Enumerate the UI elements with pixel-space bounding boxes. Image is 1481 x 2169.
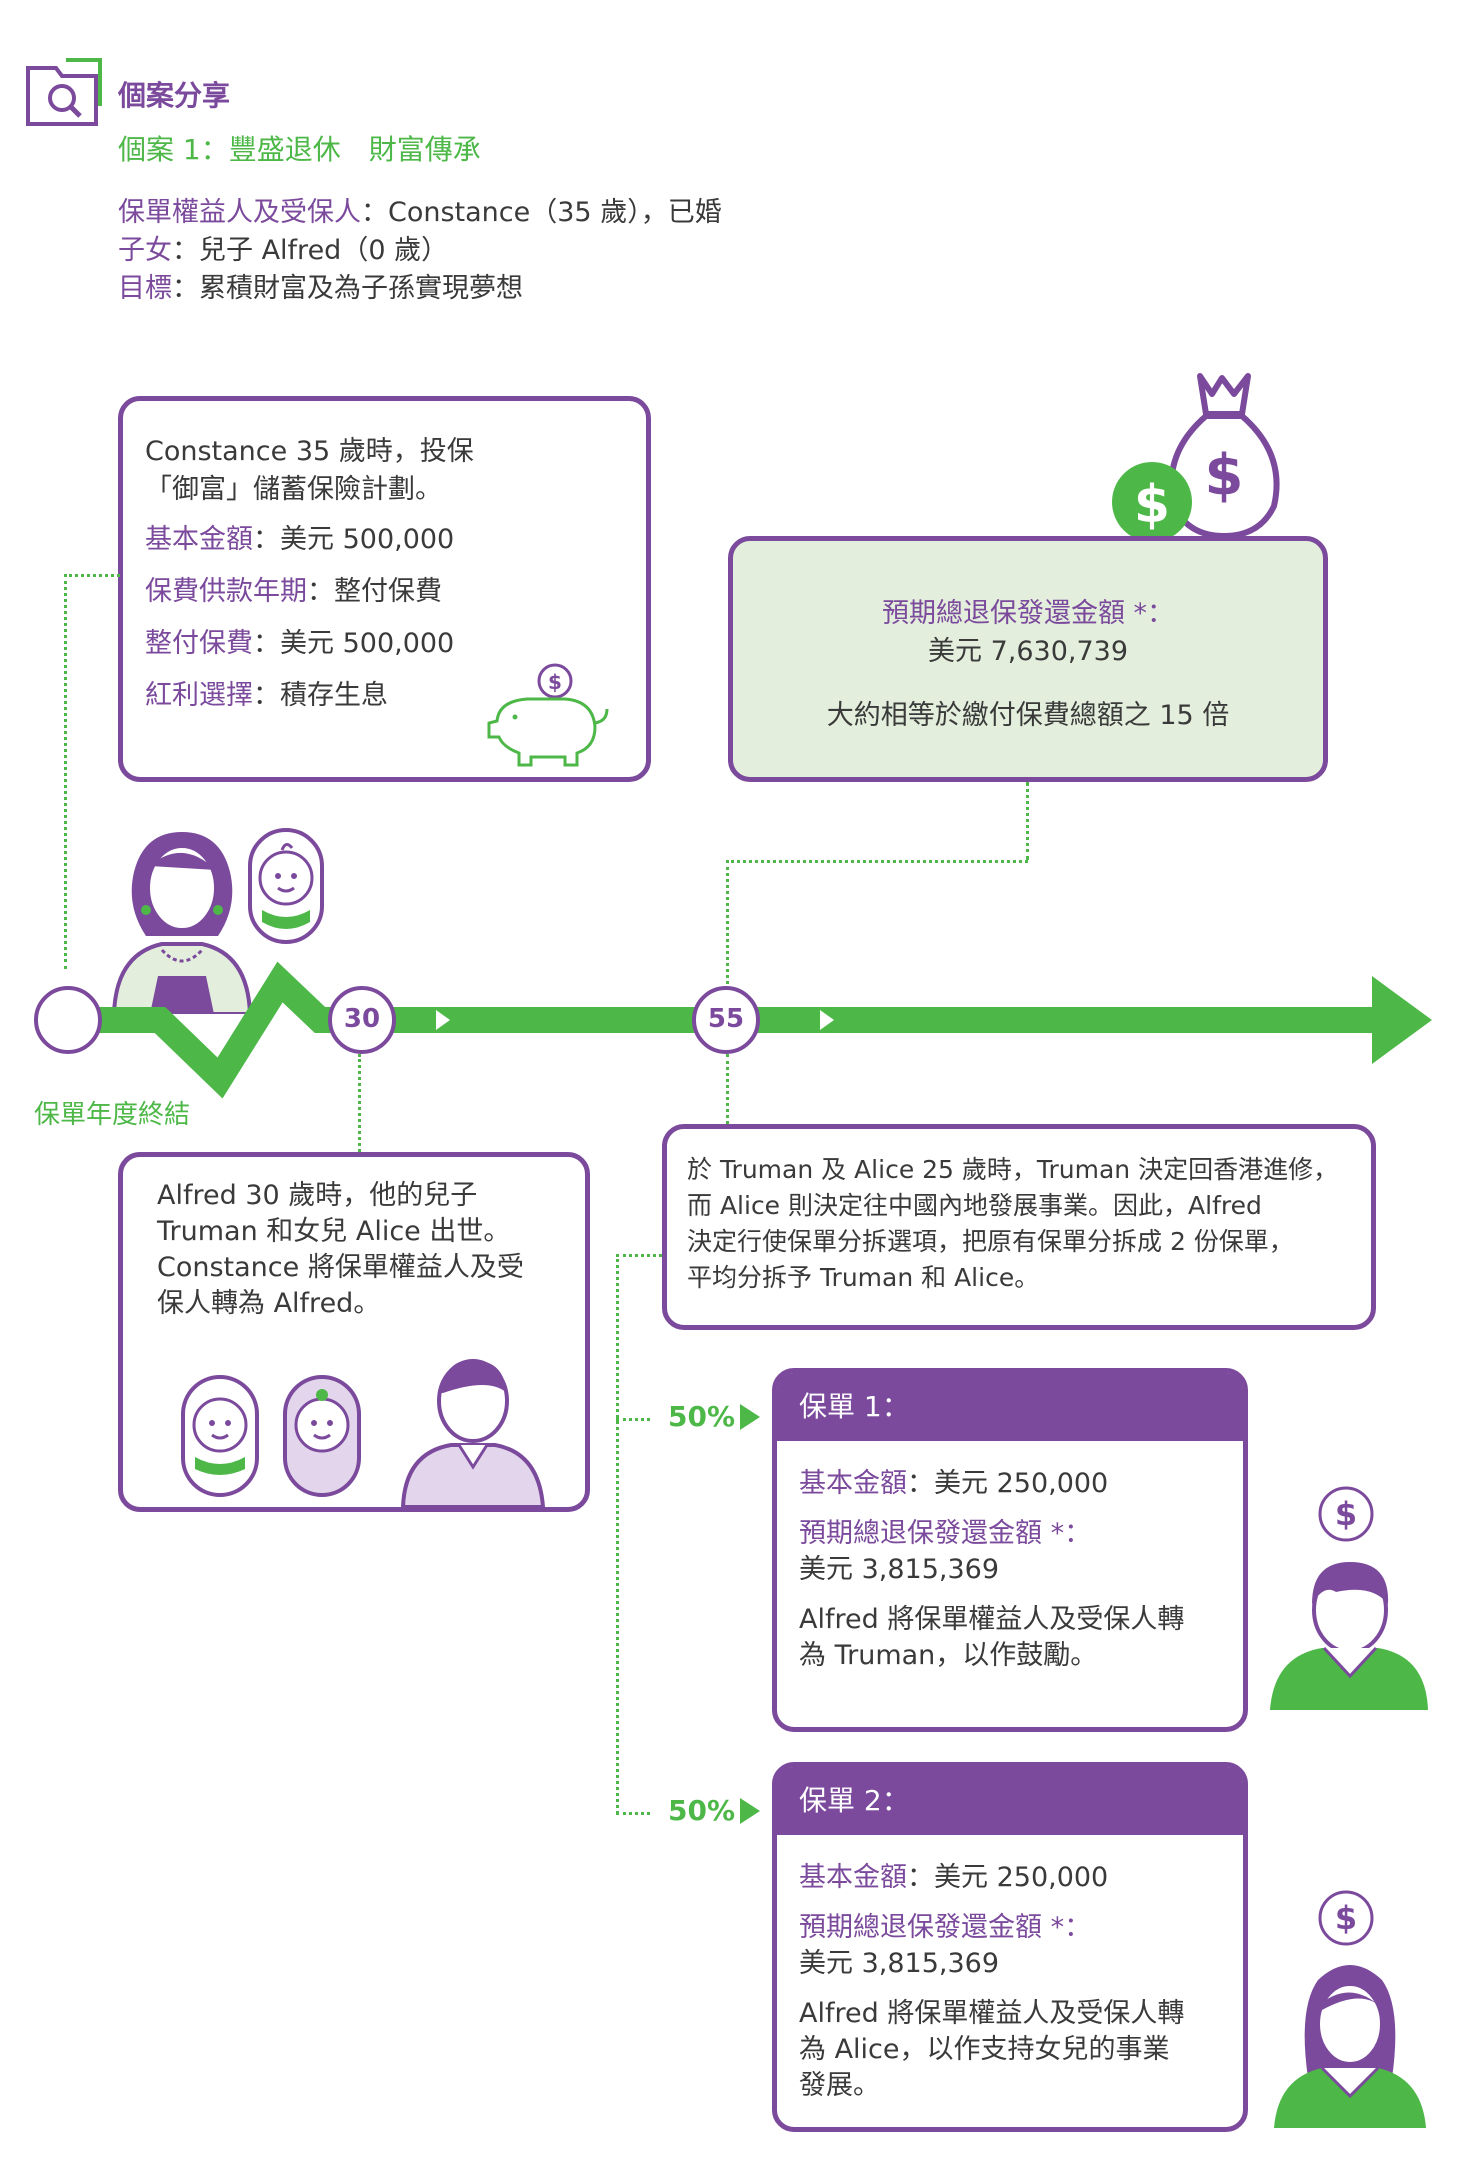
grandchildren-avatars (173, 1357, 573, 1509)
connector (616, 1418, 650, 1421)
policy1-percent: 50% (668, 1400, 736, 1433)
retire-label: 預期總退保發還金額 *： (881, 598, 1175, 629)
connector (358, 1054, 361, 1152)
connector (616, 1812, 650, 1815)
policy1-surrender-label: 預期總退保發還金額 *： (799, 1518, 1092, 1549)
case-title: 個案 1：豐盛退休 財富傳承 (118, 133, 481, 166)
policy1-card: 保單 1： 基本金額：美元 250,000 預期總退保發還金額 *： 美元 3,… (772, 1368, 1248, 1732)
policy2-sum: 基本金額：美元 250,000 (799, 1862, 1109, 1893)
split-text-3: 決定行使保單分拆選項，把原有保單分拆成 2 份保單， (687, 1227, 1294, 1256)
plan-dividend: 紅利選擇：積存生息 (145, 680, 388, 711)
connector (1026, 782, 1029, 860)
timeline-marker-55: 55 (707, 1004, 745, 1034)
alfred-text-2: Truman 和女兒 Alice 出世。 (157, 1216, 511, 1247)
alfred-card: Alfred 30 歲時，他的兒子 Truman 和女兒 Alice 出世。 C… (118, 1152, 590, 1512)
policy2-note-2: 為 Alice，以作支持女兒的事業 (799, 2034, 1170, 2065)
piggy-coin-symbol: $ (548, 670, 562, 694)
section-title: 個案分享 (118, 79, 231, 112)
bag-dollar-symbol: $ (1205, 443, 1244, 508)
plan-card: Constance 35 歲時，投保 「御富」儲蓄保險計劃。 基本金額：美元 5… (118, 396, 651, 782)
connector (616, 1254, 662, 1257)
policy1-sum: 基本金額：美元 250,000 (799, 1468, 1109, 1499)
baby-avatar (246, 826, 326, 946)
plan-term: 保費供款年期：整付保費 (145, 576, 442, 607)
policy1-surrender-value: 美元 3,815,369 (799, 1554, 999, 1585)
retire-note: 大約相等於繳付保費總額之 15 倍 (826, 700, 1230, 731)
connector (64, 574, 67, 969)
connector (726, 860, 1028, 863)
policy2-surrender-value: 美元 3,815,369 (799, 1948, 999, 1979)
timeline-start-label: 保單年度終結 (34, 1100, 191, 1130)
split-text-1: 於 Truman 及 Alice 25 歲時，Truman 決定回香港進修， (687, 1155, 1339, 1184)
plan-premium: 整付保費：美元 500,000 (145, 628, 455, 659)
plan-sum: 基本金額：美元 500,000 (145, 524, 455, 555)
split-text-2: 而 Alice 則決定往中國內地發展事業。因此，Alfred (687, 1191, 1262, 1220)
policy1-note-2: 為 Truman，以作鼓勵。 (799, 1640, 1098, 1671)
retire-value: 美元 7,630,739 (928, 636, 1128, 667)
profile-policyholder: 保單權益人及受保人：Constance（35 歲），已婚 (118, 197, 722, 228)
policy1-arrow-icon (740, 1404, 760, 1430)
policy1-note-1: Alfred 將保單權益人及受保人轉 (799, 1604, 1185, 1635)
policy2-arrow-icon (740, 1798, 760, 1824)
connector (726, 860, 729, 990)
alice-dollar-symbol: $ (1335, 1899, 1357, 1937)
truman-avatar: $ (1262, 1480, 1432, 1710)
policy2-title: 保單 2： (777, 1767, 1243, 1835)
profile-goal: 目標：累積財富及為子孫實現夢想 (118, 273, 523, 304)
policy1-title: 保單 1： (777, 1373, 1243, 1441)
alfred-text-4: 保人轉為 Alfred。 (157, 1288, 381, 1319)
profile-child: 子女：兒子 Alfred（0 歲） (118, 235, 449, 266)
alfred-text-3: Constance 將保單權益人及受 (157, 1252, 524, 1283)
split-text-4: 平均分拆予 Truman 和 Alice。 (687, 1263, 1040, 1292)
alfred-text-1: Alfred 30 歲時，他的兒子 (157, 1180, 478, 1211)
case-study-icon (26, 58, 106, 128)
connector (726, 1054, 729, 1124)
plan-intro-1: Constance 35 歲時，投保 (145, 436, 474, 467)
policy2-surrender-label: 預期總退保發還金額 *： (799, 1912, 1092, 1943)
policy2-note-3: 發展。 (799, 2070, 880, 2101)
coin-dollar-symbol: $ (1134, 475, 1170, 535)
policy2-card: 保單 2： 基本金額：美元 250,000 預期總退保發還金額 *： 美元 3,… (772, 1762, 1248, 2132)
coin-icon: $ (1110, 460, 1194, 544)
mother-avatar (106, 826, 258, 1016)
timeline-marker-30: 30 (343, 1004, 381, 1034)
policy2-note-1: Alfred 將保單權益人及受保人轉 (799, 1998, 1185, 2029)
connector (64, 574, 120, 577)
piggy-bank-icon: $ (485, 661, 615, 771)
connector (616, 1254, 619, 1814)
alice-avatar: $ (1262, 1888, 1432, 2128)
truman-dollar-symbol: $ (1335, 1495, 1357, 1533)
retire-card: 預期總退保發還金額 *： 美元 7,630,739 大約相等於繳付保費總額之 1… (728, 536, 1328, 782)
plan-intro-2: 「御富」儲蓄保險計劃。 (145, 474, 442, 505)
policy2-percent: 50% (668, 1794, 736, 1827)
timeline-track (0, 960, 1481, 1100)
split-card: 於 Truman 及 Alice 25 歲時，Truman 決定回香港進修， 而… (662, 1124, 1376, 1330)
